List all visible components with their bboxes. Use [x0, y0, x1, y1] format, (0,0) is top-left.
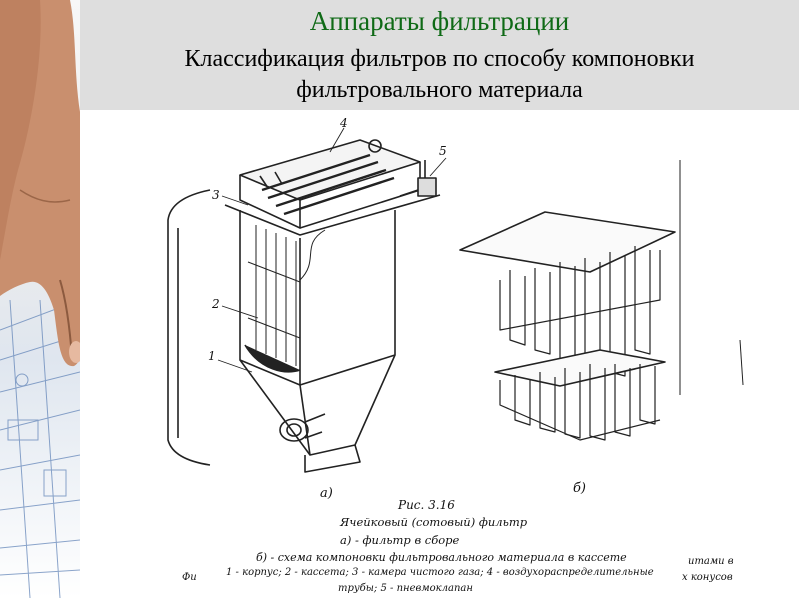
- subtitle-line-1: Классификация фильтров по способу компон…: [184, 46, 695, 72]
- part-number-4: 4: [339, 116, 348, 130]
- legend-line-1: 1 - корпус; 2 - кассета; 3 - камера чист…: [226, 567, 654, 578]
- caption-fragment-right-2: х конусов: [682, 572, 733, 583]
- caption-number: Рис. 3.16: [398, 498, 455, 512]
- subtitle-line-2: фильтровального материала: [296, 77, 583, 103]
- part-number-1: 1: [208, 349, 216, 363]
- caption-fragment-left: Фи: [182, 572, 197, 583]
- filter-illustration: 4 5 3 2 1 а) б): [167, 116, 744, 501]
- caption-fragment-right-1: итами в: [688, 556, 734, 567]
- header-band: [80, 0, 799, 110]
- figure-label-b: б): [573, 481, 586, 496]
- legend-line-2: трубы; 5 - пневмоклапан: [338, 583, 473, 594]
- filter-housing-drawing: [217, 127, 447, 473]
- page-title: Аппараты фильтрации: [309, 6, 570, 36]
- caption-a: а) - фильтр в сборе: [340, 533, 460, 547]
- caption-title: Ячейковый (сотовый) фильтр: [340, 515, 528, 529]
- part-number-5: 5: [439, 144, 447, 158]
- hand-photo: [0, 0, 80, 598]
- caption-b: б) - схема компоновки фильтровального ма…: [256, 551, 627, 564]
- page-subtitle: Классификация фильтров по способу компон…: [80, 44, 799, 106]
- cylinder-fragment: [167, 189, 211, 466]
- blueprint-background: [0, 299, 80, 598]
- cassette-drawing: [459, 160, 744, 441]
- figure-label-a: а): [320, 486, 333, 501]
- part-number-2: 2: [211, 297, 220, 311]
- part-number-3: 3: [212, 188, 220, 202]
